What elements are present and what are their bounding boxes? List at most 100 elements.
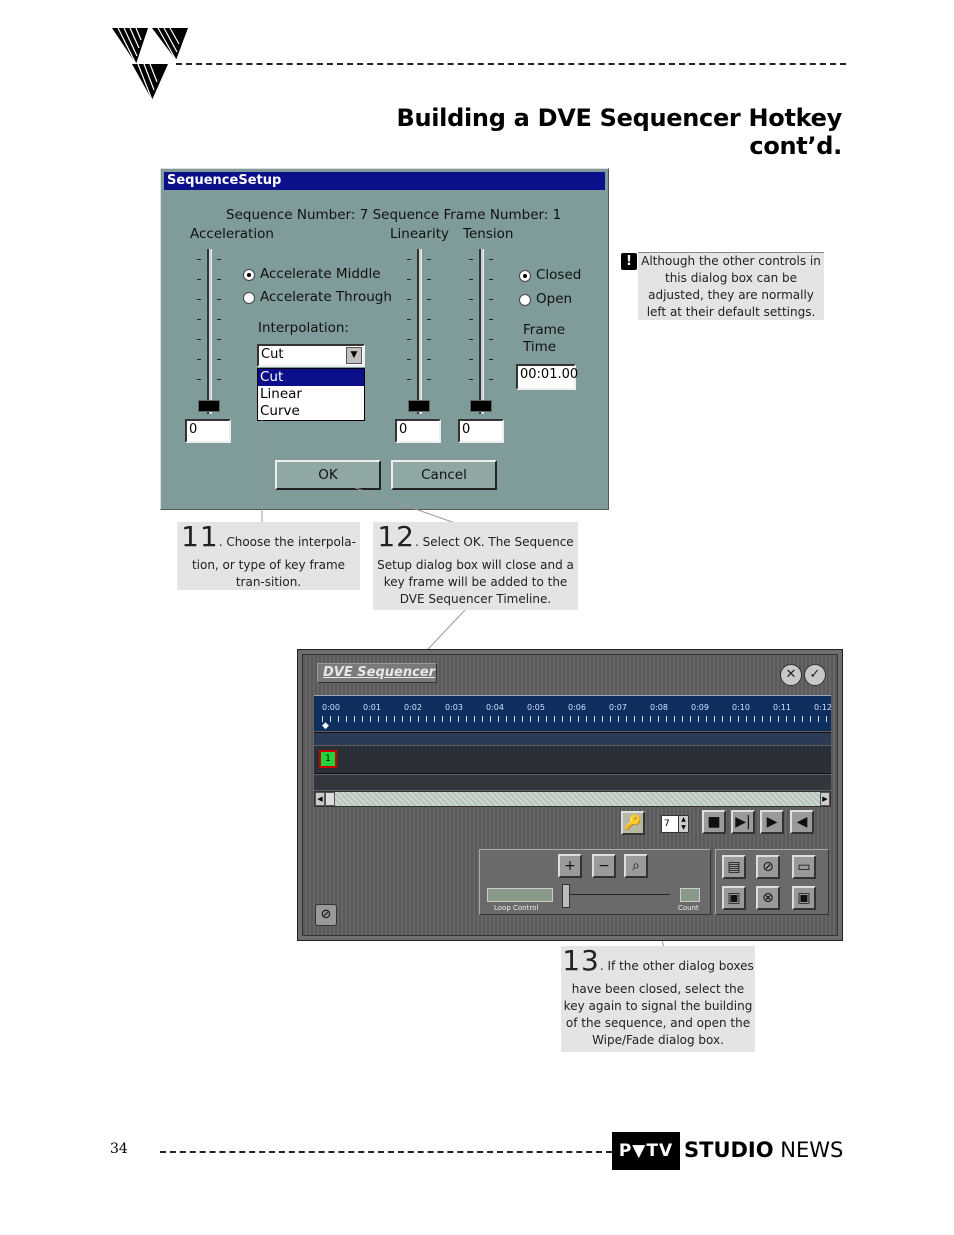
open-radio[interactable] <box>519 294 531 306</box>
acceleration-label: Acceleration <box>190 226 274 242</box>
news-word: NEWS <box>780 1138 844 1162</box>
callout-11: 11. Choose the interpola- tion, or type … <box>177 522 360 590</box>
time-label: 0:11 <box>773 703 791 712</box>
callout-12: 12. Select OK. The Sequence Setup dialog… <box>373 522 578 610</box>
frame-time-label-1: Frame <box>523 322 566 338</box>
loop-control-field[interactable] <box>487 888 553 902</box>
open-dve-icon[interactable]: ▤ <box>722 855 746 879</box>
acceleration-value-input[interactable]: 0 <box>185 419 231 443</box>
dve-sequencer-window: DVE Sequencer ✕ ✓ 0:00 0:01 0:02 0:03 0:… <box>297 649 843 941</box>
time-label: 0:09 <box>691 703 709 712</box>
linearity-slider-thumb[interactable] <box>408 400 430 412</box>
open-folder-icon[interactable]: ▭ <box>792 855 816 879</box>
callout-12-lead: . Select OK. The Sequence <box>414 535 574 549</box>
callout-13: 13. If the other dialog boxes have been … <box>561 946 755 1052</box>
file-actions-panel: ▤ ⊘ ▭ ▣ ⊗ ▣ <box>715 849 829 915</box>
time-label: 0:01 <box>363 703 381 712</box>
accelerate-middle-label: Accelerate Middle <box>260 266 381 282</box>
callout-13-lead: . If the other dialog boxes <box>599 959 754 973</box>
scroll-thumb[interactable] <box>325 792 335 806</box>
time-label: 0:04 <box>486 703 504 712</box>
close-icon[interactable]: ✕ <box>780 664 802 686</box>
scroll-left-icon[interactable]: ◀ <box>315 792 325 806</box>
sequence-setup-dialog: SequenceSetup Sequence Number: 7 Sequenc… <box>160 168 609 510</box>
linearity-value-input[interactable]: 0 <box>395 419 441 443</box>
play-icon[interactable]: ▶ <box>760 810 784 834</box>
accelerate-middle-radio[interactable] <box>243 269 255 281</box>
track-header-strip <box>314 732 831 745</box>
loop-slider-thumb[interactable] <box>562 884 570 908</box>
cancel-button[interactable]: Cancel <box>391 460 497 490</box>
time-label: 0:07 <box>609 703 627 712</box>
count-field[interactable] <box>680 888 700 902</box>
studio-word: STUDIO <box>684 1138 774 1162</box>
time-label: 0:08 <box>650 703 668 712</box>
callout-11-lead: . Choose the interpola- <box>218 535 356 549</box>
linearity-slider[interactable] <box>404 249 434 414</box>
chevron-down-icon[interactable]: ▼ <box>346 347 362 364</box>
interpolation-dropdown-list: Cut Linear Curve <box>257 368 365 421</box>
interpolation-select[interactable]: Cut ▼ <box>257 344 365 367</box>
acceleration-slider[interactable] <box>194 249 224 414</box>
check-icon[interactable]: ✓ <box>804 664 826 686</box>
accelerate-through-label: Accelerate Through <box>260 289 392 305</box>
sequence-number-stepper[interactable]: 7 ▲▼ <box>661 815 689 833</box>
tension-slider[interactable] <box>466 249 496 414</box>
time-label: 0:06 <box>568 703 586 712</box>
interpolation-option-curve[interactable]: Curve <box>260 403 300 419</box>
keyframe-marker[interactable]: 1 <box>319 750 337 768</box>
clear-all-icon[interactable]: ⊗ <box>756 886 780 910</box>
cancel-sequence-icon[interactable]: ⊘ <box>315 904 337 926</box>
playhead-marker-icon[interactable]: ◆ <box>322 721 329 731</box>
loop-control-label: Loop Control <box>494 904 539 912</box>
ok-button[interactable]: OK <box>275 460 381 490</box>
tension-value-input[interactable]: 0 <box>458 419 504 443</box>
sequence-header-line: Sequence Number: 7 Sequence Frame Number… <box>226 207 562 223</box>
pvtv-logo: P▼TV <box>612 1132 680 1170</box>
count-label: Count <box>678 904 699 912</box>
stepper-arrows-icon[interactable]: ▲▼ <box>678 816 688 832</box>
clear-icon[interactable]: ⊘ <box>756 855 780 879</box>
scroll-right-icon[interactable]: ▶ <box>820 792 830 806</box>
dialog-titlebar[interactable]: SequenceSetup <box>164 172 605 190</box>
sequence-track-lower <box>314 775 831 790</box>
interpolation-selected-value: Cut <box>261 347 284 362</box>
save-icon[interactable]: ▣ <box>792 886 816 910</box>
dve-sequencer-body: DVE Sequencer ✕ ✓ 0:00 0:01 0:02 0:03 0:… <box>302 654 838 936</box>
key-icon[interactable]: 🔑 <box>621 811 645 835</box>
timeline-ruler[interactable]: 0:00 0:01 0:02 0:03 0:04 0:05 0:06 0:07 … <box>314 695 832 731</box>
accelerate-through-radio[interactable] <box>243 292 255 304</box>
callout-13-text: have been closed, select the key again t… <box>563 982 753 1047</box>
interpolation-option-linear[interactable]: Linear <box>260 386 302 402</box>
tension-slider-thumb[interactable] <box>470 400 492 412</box>
callout-12-text: Setup dialog box will close and a key fr… <box>377 558 574 606</box>
closed-radio[interactable] <box>519 270 531 282</box>
zoom-icon[interactable]: ⌕ <box>624 854 648 878</box>
note-box: Although the other controls in this dial… <box>638 252 824 320</box>
page-title: Building a DVE Sequencer Hotkey cont’d. <box>396 104 842 160</box>
sequence-track[interactable]: 1 <box>314 746 831 774</box>
minus-icon[interactable]: − <box>592 854 616 878</box>
time-label: 0:12 <box>814 703 832 712</box>
publisher-logo <box>112 27 188 101</box>
time-label: 0:05 <box>527 703 545 712</box>
loop-control-panel: + − ⌕ Loop Control Count <box>479 849 711 915</box>
save-dve-icon[interactable]: ▣ <box>722 886 746 910</box>
warning-icon: ! <box>621 253 637 270</box>
reverse-icon[interactable]: ◀ <box>790 810 814 834</box>
timeline-scrollbar[interactable]: ◀ ▶ <box>314 791 831 807</box>
interpolation-label: Interpolation: <box>258 320 349 336</box>
closed-label: Closed <box>536 267 582 283</box>
stop-icon[interactable]: ■ <box>702 810 726 834</box>
plus-icon[interactable]: + <box>558 854 582 878</box>
page-number: 34 <box>110 1141 128 1157</box>
studio-news-wordmark: STUDIO NEWS <box>684 1138 843 1162</box>
interpolation-option-cut[interactable]: Cut <box>258 369 364 386</box>
step-forward-icon[interactable]: ▶| <box>731 810 755 834</box>
loop-slider-track[interactable] <box>566 894 670 895</box>
tension-label: Tension <box>463 226 514 242</box>
frame-time-input[interactable]: 00:01.00 <box>516 364 578 390</box>
callout-11-text: tion, or type of key frame tran-sition. <box>191 558 346 589</box>
acceleration-slider-thumb[interactable] <box>198 400 220 412</box>
time-label: 0:00 <box>322 703 340 712</box>
